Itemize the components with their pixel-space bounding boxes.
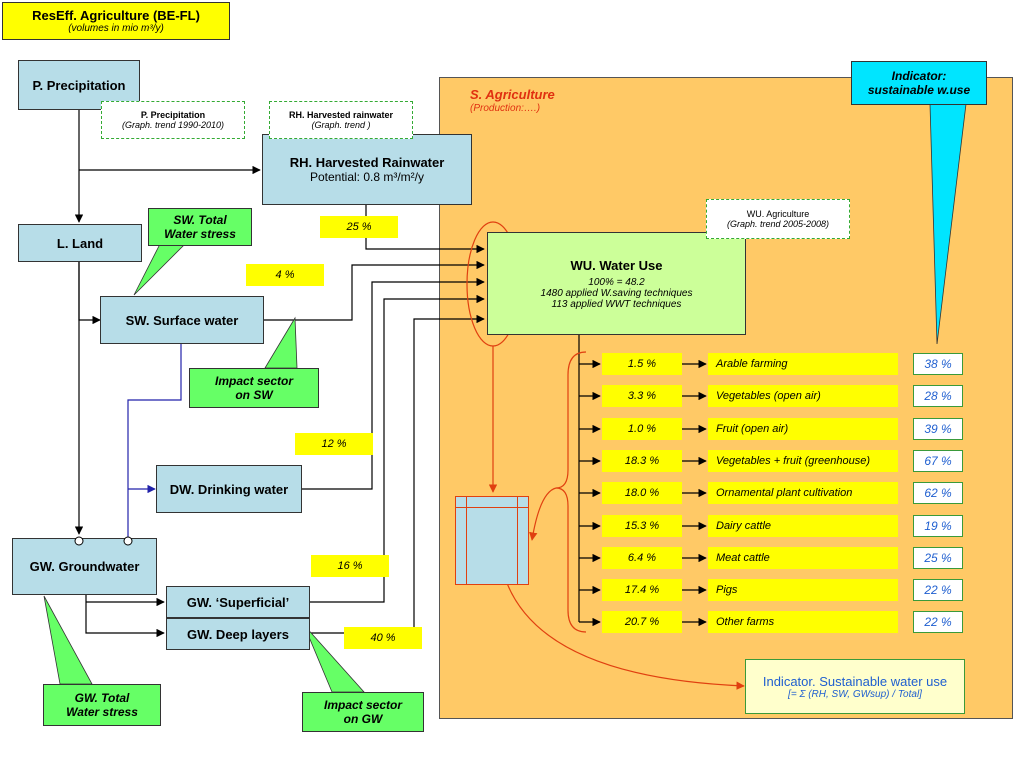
line-sw-gw-blue — [127, 344, 182, 540]
node-land[interactable]: L. Land — [18, 224, 142, 262]
note-wu-sub: (Graph. trend 2005-2008) — [726, 219, 830, 229]
use-label: Arable farming — [708, 353, 898, 375]
use-indicator: 39 % — [913, 418, 963, 440]
note-rh-trend[interactable]: RH. Harvested rainwater (Graph. trend ) — [269, 101, 413, 139]
note-precipitation-trend[interactable]: P. Precipitation (Graph. trend 1990-2010… — [101, 101, 245, 139]
use-indicator: 28 % — [913, 385, 963, 407]
water-use-wwt: 113 applied WWT techniques — [551, 298, 682, 310]
water-use-saving: 1480 applied W.saving techniques — [540, 287, 693, 299]
impact-sw-pointer — [264, 316, 298, 369]
note-wu-trend[interactable]: WU. Agriculture (Graph. trend 2005-2008) — [706, 199, 850, 239]
line-gw-deep — [85, 580, 165, 638]
note-precip-title: P. Precipitation — [140, 110, 206, 120]
use-share: 3.3 % — [602, 385, 682, 407]
indicator-top-line2: sustainable w.use — [867, 83, 971, 97]
use-share: 1.0 % — [602, 418, 682, 440]
callout-gw-stress: GW. Total Water stress — [43, 684, 161, 726]
note-rh-title: RH. Harvested rainwater — [288, 110, 394, 120]
callout-impact-gw: Impact sector on GW — [302, 692, 424, 732]
water-use-title: WU. Water Use — [570, 257, 663, 273]
note-precip-sub: (Graph. trend 1990-2010) — [121, 120, 225, 130]
distribution-lines — [579, 359, 707, 627]
use-label: Meat cattle — [708, 547, 898, 569]
pct-dw: 12 % — [295, 433, 373, 455]
use-share: 1.5 % — [602, 353, 682, 375]
node-water-use[interactable]: WU. Water Use 100% = 48.2 1480 applied W… — [487, 232, 746, 335]
use-label: Other farms — [708, 611, 898, 633]
pct-gw-deep: 40 % — [344, 627, 422, 649]
use-label: Ornamental plant cultivation — [708, 482, 898, 504]
use-share: 18.3 % — [602, 450, 682, 472]
page-subtitle: (volumes in mio m³/y) — [68, 23, 164, 34]
use-label: Dairy cattle — [708, 515, 898, 537]
use-share: 6.4 % — [602, 547, 682, 569]
use-share: 20.7 % — [602, 611, 682, 633]
node-drinking-water[interactable]: DW. Drinking water — [156, 465, 302, 513]
use-indicator: 22 % — [913, 611, 963, 633]
gw-stress-line2: Water stress — [66, 705, 138, 719]
use-share: 17.4 % — [602, 579, 682, 601]
storage-tank — [455, 496, 529, 585]
indicator-bottom-box[interactable]: Indicator. Sustainable water use [= Σ (R… — [745, 659, 965, 714]
line-dw-wu — [302, 277, 485, 490]
pct-rh: 25 % — [320, 216, 398, 238]
sector-subtitle: (Production:….) — [470, 103, 541, 114]
harvested-potential: Potential: 0.8 m³/m²/y — [309, 170, 425, 184]
sector-title: S. Agriculture — [470, 87, 555, 102]
node-gw-deep[interactable]: GW. Deep layers — [166, 618, 310, 650]
note-rh-sub: (Graph. trend ) — [311, 120, 371, 130]
node-gw-superficial[interactable]: GW. ‘Superficial’ — [166, 586, 310, 618]
note-wu-title: WU. Agriculture — [746, 209, 810, 219]
indicator-bottom-formula: [= Σ (RH, SW, GWsup) / Total] — [788, 688, 922, 700]
use-share: 18.0 % — [602, 482, 682, 504]
indicator-pointer — [929, 103, 967, 345]
line-land-sw — [78, 262, 101, 325]
pct-gw-superficial: 16 % — [311, 555, 389, 577]
line-sw-wu — [264, 260, 485, 321]
impact-sw-line1: Impact sector — [214, 374, 294, 388]
use-label: Vegetables + fruit (greenhouse) — [708, 450, 898, 472]
use-label: Vegetables (open air) — [708, 385, 898, 407]
impact-sw-line2: on SW — [235, 388, 273, 402]
impact-gw-line1: Impact sector — [323, 698, 403, 712]
sw-stress-line1: SW. Total — [173, 213, 227, 227]
sw-stress-line2: Water stress — [164, 227, 236, 241]
use-label: Fruit (open air) — [708, 418, 898, 440]
use-share: 15.3 % — [602, 515, 682, 537]
impact-gw-line2: on GW — [343, 712, 383, 726]
use-indicator: 62 % — [913, 482, 963, 504]
line-gwsup-wu — [310, 294, 485, 603]
use-indicator: 38 % — [913, 353, 963, 375]
water-use-total: 100% = 48.2 — [588, 276, 645, 288]
node-harvested-rainwater[interactable]: RH. Harvested Rainwater Potential: 0.8 m… — [262, 134, 472, 205]
node-groundwater[interactable]: GW. Groundwater — [12, 538, 157, 595]
callout-sw-stress: SW. Total Water stress — [148, 208, 252, 246]
page-title: ResEff. Agriculture (BE-FL) — [32, 8, 200, 23]
gw-stress-pointer — [43, 595, 93, 685]
line-brace-tank — [529, 487, 557, 541]
callout-indicator-top: Indicator: sustainable w.use — [851, 61, 987, 105]
pct-sw: 4 % — [246, 264, 324, 286]
harvested-title: RH. Harvested Rainwater — [289, 155, 445, 170]
use-label: Pigs — [708, 579, 898, 601]
use-indicator: 22 % — [913, 579, 963, 601]
use-indicator: 19 % — [913, 515, 963, 537]
node-surface-water[interactable]: SW. Surface water — [100, 296, 264, 344]
indicator-bottom-title: Indicator. Sustainable water use — [762, 673, 948, 689]
use-indicator: 67 % — [913, 450, 963, 472]
use-indicator: 25 % — [913, 547, 963, 569]
gw-stress-line1: GW. Total — [74, 691, 130, 705]
line-gwdeep-wu — [310, 314, 485, 634]
header-box: ResEff. Agriculture (BE-FL) (volumes in … — [2, 2, 230, 40]
callout-impact-sw: Impact sector on SW — [189, 368, 319, 408]
indicator-top-line1: Indicator: — [891, 69, 947, 83]
